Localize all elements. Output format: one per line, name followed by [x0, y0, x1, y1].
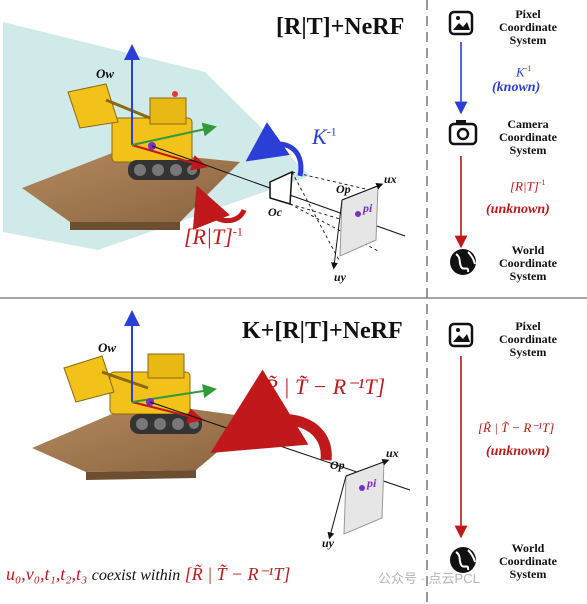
- intrinsic-label-top: K-1: [312, 124, 337, 149]
- footer-math: [R̃ | T̃ − R⁻¹T]: [184, 564, 291, 584]
- pixel-label-bottom: pi: [367, 476, 377, 490]
- rt-label-right: [R|T]-1: [510, 178, 546, 194]
- globe-icon-top: [450, 249, 476, 275]
- footer-text: coexist within: [91, 567, 181, 584]
- extrinsic-label-top: [R|T]-1: [184, 224, 243, 249]
- world-axis-y-bottom: [131, 384, 217, 403]
- watermark: 公众号 · 点云PCL: [378, 571, 480, 586]
- principal-point-label-bottom: Op: [330, 458, 345, 472]
- image-axis-uy-top: [330, 199, 343, 270]
- k-status: (known): [492, 80, 541, 95]
- footer-caption: u₀,v₀,t₁,t₂,t₃ coexist within [R̃ | T̃ −…: [6, 564, 290, 585]
- camera-center-label: Oc: [268, 205, 282, 219]
- extrinsic-arrow-top: [192, 185, 247, 231]
- image-axis-ux-bottom: [345, 458, 390, 477]
- world-origin-label-top: Ow: [96, 66, 115, 81]
- image-axis-uy-bottom: [327, 475, 347, 540]
- k-label-right: K-1: [516, 64, 532, 80]
- image-icon-bottom: [448, 322, 474, 348]
- pixel-point-bottom: [359, 485, 365, 491]
- bottom-panel-title: K+[R|T]+NeRF: [242, 318, 403, 344]
- image-axis-uy-label-top: uy: [334, 270, 346, 284]
- pixel-label-top: pi: [363, 201, 373, 215]
- bulldozer-bottom: [63, 353, 202, 434]
- transform-status: (unknown): [486, 444, 550, 459]
- footer-params: u₀,v₀,t₁,t₂,t₃: [6, 564, 88, 584]
- world-axis-x-bottom: [131, 401, 204, 424]
- transform-label-right: [R̃ | T̃ − R⁻¹T]: [478, 420, 555, 435]
- rt-status: (unknown): [486, 202, 550, 217]
- pixel-point-top: [355, 211, 361, 217]
- world-axis-y-top: [131, 122, 217, 146]
- top-panel-title: [R|T]+NeRF: [276, 14, 405, 40]
- image-axis-ux-top: [341, 183, 384, 201]
- transform-arrow-bottom: [210, 369, 332, 461]
- world-axis-x-top: [131, 144, 208, 171]
- image-axis-uy-label-bottom: uy: [322, 536, 334, 550]
- image-axis-ux-label-top: ux: [384, 172, 397, 186]
- image-axis-ux-label-bottom: ux: [386, 446, 399, 460]
- intrinsic-arrow-top: [245, 122, 304, 177]
- transform-label-bottom: [R̃ | T̃ − R⁻¹T]: [256, 374, 386, 399]
- world-origin-label-bottom: Ow: [98, 340, 117, 355]
- principal-point-label-top: Op: [336, 182, 351, 196]
- image-icon-top: [448, 10, 474, 36]
- globe-icon-bottom: [450, 547, 476, 573]
- image-plane-bottom: [343, 461, 385, 535]
- camera-icon-top: [448, 120, 478, 146]
